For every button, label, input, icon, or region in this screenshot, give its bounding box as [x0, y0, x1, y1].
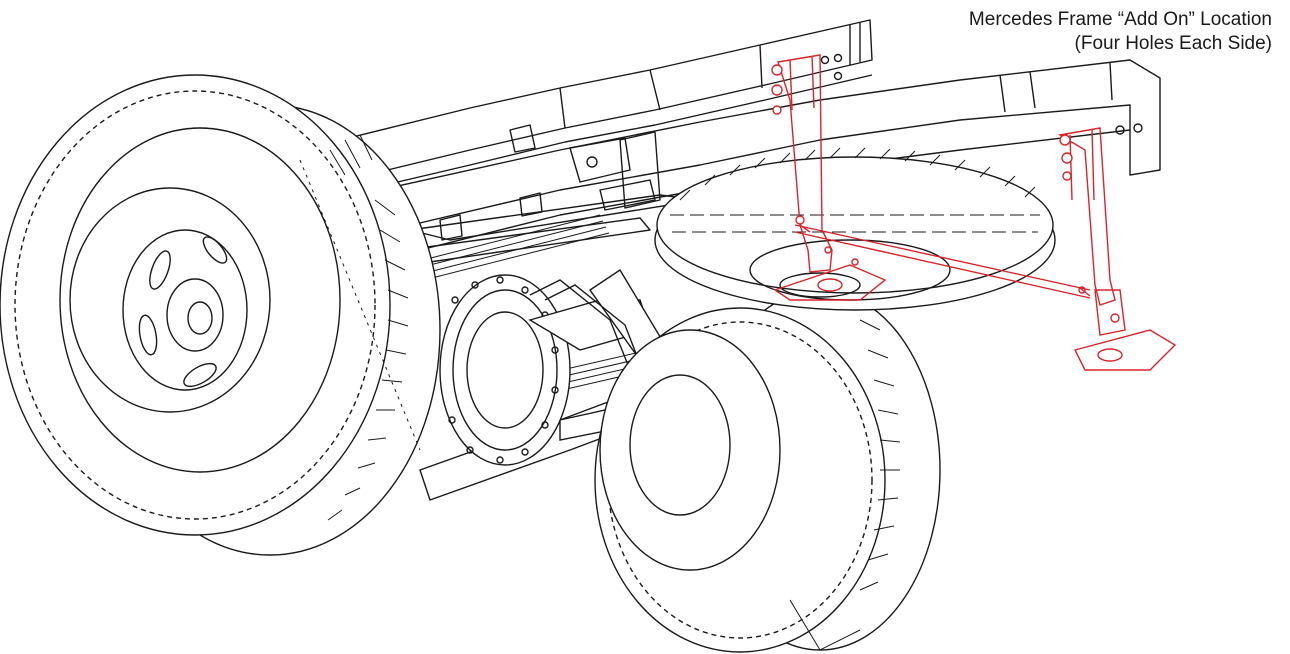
right-foot-plate [1073, 329, 1177, 371]
right-post [1058, 127, 1116, 306]
add-on-bracket-assembly [771, 54, 1177, 371]
left-foot-plate [773, 264, 887, 301]
caption-title: Mercedes Frame “Add On” Location [968, 9, 1272, 30]
right-dual-wheel [594, 289, 941, 653]
left-post [777, 54, 833, 273]
left-mounting-holes [771, 64, 805, 225]
spare-tire [654, 147, 1056, 311]
cross-tie-bar [794, 224, 1091, 299]
location-caption: Mercedes Frame “Add On” Location (Four H… [969, 8, 1272, 56]
caption-subtitle: (Four Holes Each Side) [1074, 33, 1272, 54]
left-dual-wheel [0, 74, 441, 556]
right-mounting-holes [1059, 134, 1120, 323]
